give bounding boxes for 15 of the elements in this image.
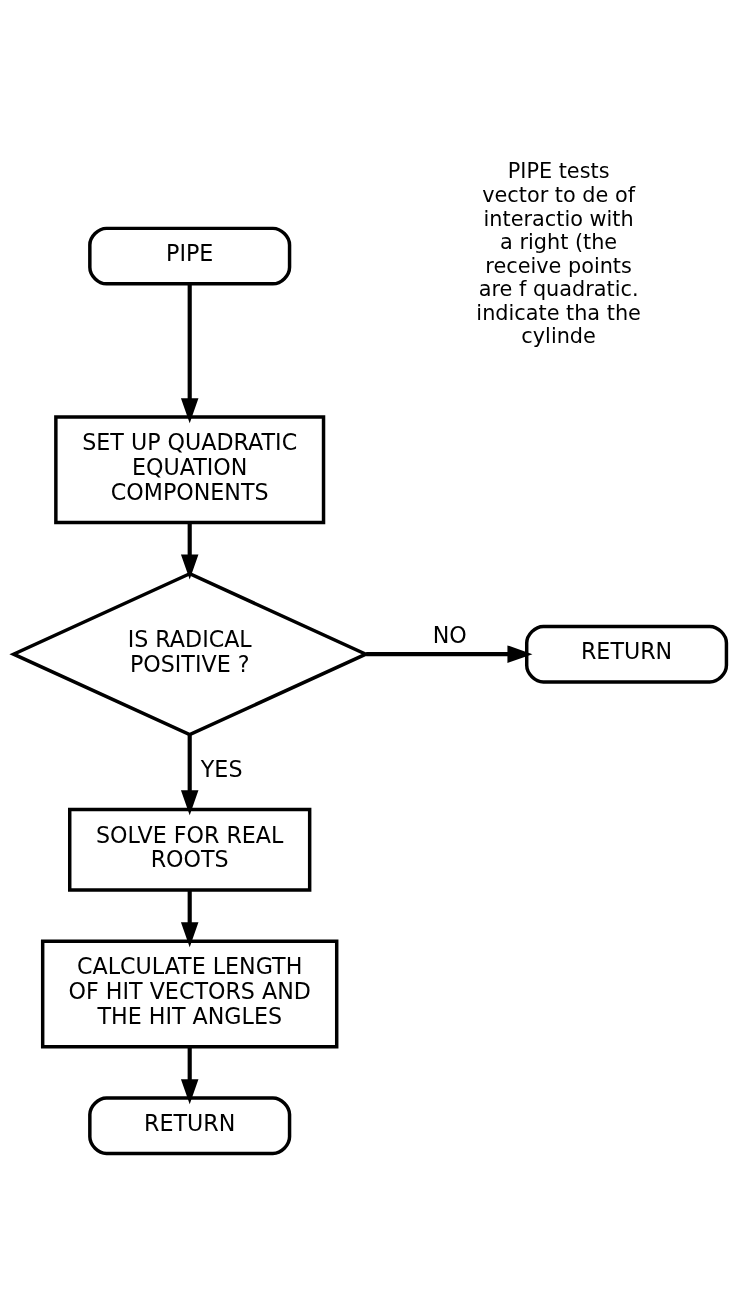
arrow bbox=[180, 284, 199, 424]
label: PIPE tests vector to de of interactio with a right (the receive points are f quadratic. indicate tha the cylinde bbox=[476, 159, 641, 349]
arrow bbox=[180, 890, 199, 948]
arrow bbox=[180, 1046, 199, 1105]
edge-label: NO bbox=[432, 621, 467, 648]
arrow bbox=[366, 645, 533, 663]
node-box: SET UP QUADRATIC EQUATION COMPONENTS bbox=[54, 415, 326, 525]
edge-label: YES bbox=[200, 756, 243, 783]
node-box: SOLVE FOR REAL ROOTS bbox=[68, 807, 312, 892]
node-box: RETURN bbox=[88, 1096, 292, 1156]
arrow bbox=[180, 735, 199, 816]
node-box: PIPE bbox=[88, 226, 292, 286]
node-box: RETURN bbox=[525, 624, 729, 684]
arrow bbox=[180, 522, 199, 580]
node-box: CALCULATE LENGTH OF HIT VECTORS AND THE HIT ANGLES bbox=[40, 939, 339, 1049]
